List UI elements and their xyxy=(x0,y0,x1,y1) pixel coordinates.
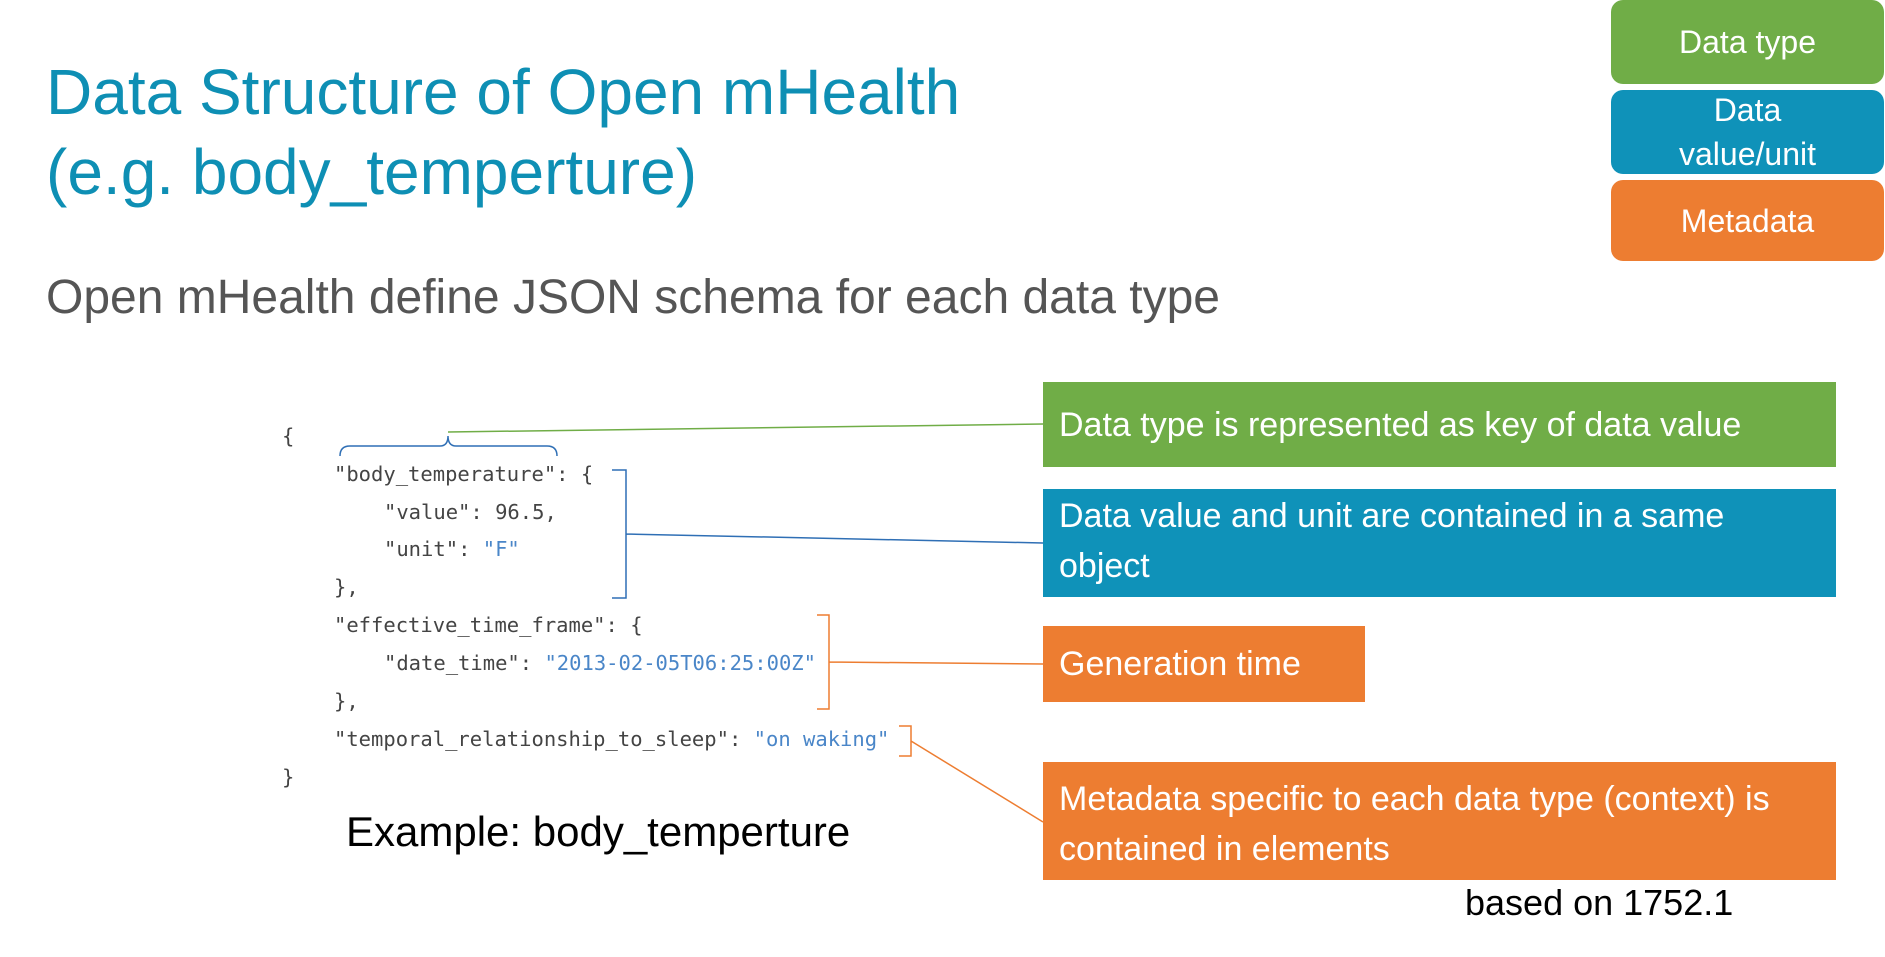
legend-data-value-unit-line-2: value/unit xyxy=(1679,136,1816,172)
code-line: "temporal_relationship_to_sleep": "on wa… xyxy=(334,727,890,751)
code-line: "date_time": "2013-02-05T06:25:00Z" xyxy=(384,651,816,675)
callout-data-value: Data value and unit are contained in a s… xyxy=(1043,489,1836,597)
code-line: "unit": "F" xyxy=(384,537,520,561)
legend-metadata: Metadata xyxy=(1611,180,1884,261)
code-line: } xyxy=(282,765,295,789)
slide-title-line-2: (e.g. body_temperture) xyxy=(46,136,697,208)
slide-title: Data Structure of Open mHealth (e.g. bod… xyxy=(46,52,1546,212)
callout-metadata: Metadata specific to each data type (con… xyxy=(1043,762,1836,880)
slide-title-line-1: Data Structure of Open mHealth xyxy=(46,56,961,128)
slide-subtitle: Open mHealth define JSON schema for each… xyxy=(46,271,1220,324)
metadata-connector xyxy=(899,725,1044,823)
code-line: }, xyxy=(334,575,359,599)
data-value-connector xyxy=(612,469,1044,599)
example-caption: Example: body_temperture xyxy=(346,808,851,855)
data-type-connector xyxy=(447,423,1044,433)
code-line: "body_temperature": { xyxy=(334,462,594,486)
legend-data-value-unit-line-1: Data xyxy=(1713,92,1782,128)
key-brace xyxy=(339,435,558,457)
generation-time-connector xyxy=(817,614,1044,710)
source-note: based on 1752.1 xyxy=(1465,882,1734,923)
code-line: }, xyxy=(334,689,359,713)
legend-data-type: Data type xyxy=(1611,0,1884,84)
callout-data-type: Data type is represented as key of data … xyxy=(1043,382,1836,467)
code-line: { xyxy=(282,424,295,448)
callout-generation-time: Generation time xyxy=(1043,626,1365,702)
code-line: "effective_time_frame": { xyxy=(334,613,643,637)
legend-data-value-unit: Data value/unit xyxy=(1611,90,1884,174)
code-line: "value": 96.5, xyxy=(384,500,557,524)
